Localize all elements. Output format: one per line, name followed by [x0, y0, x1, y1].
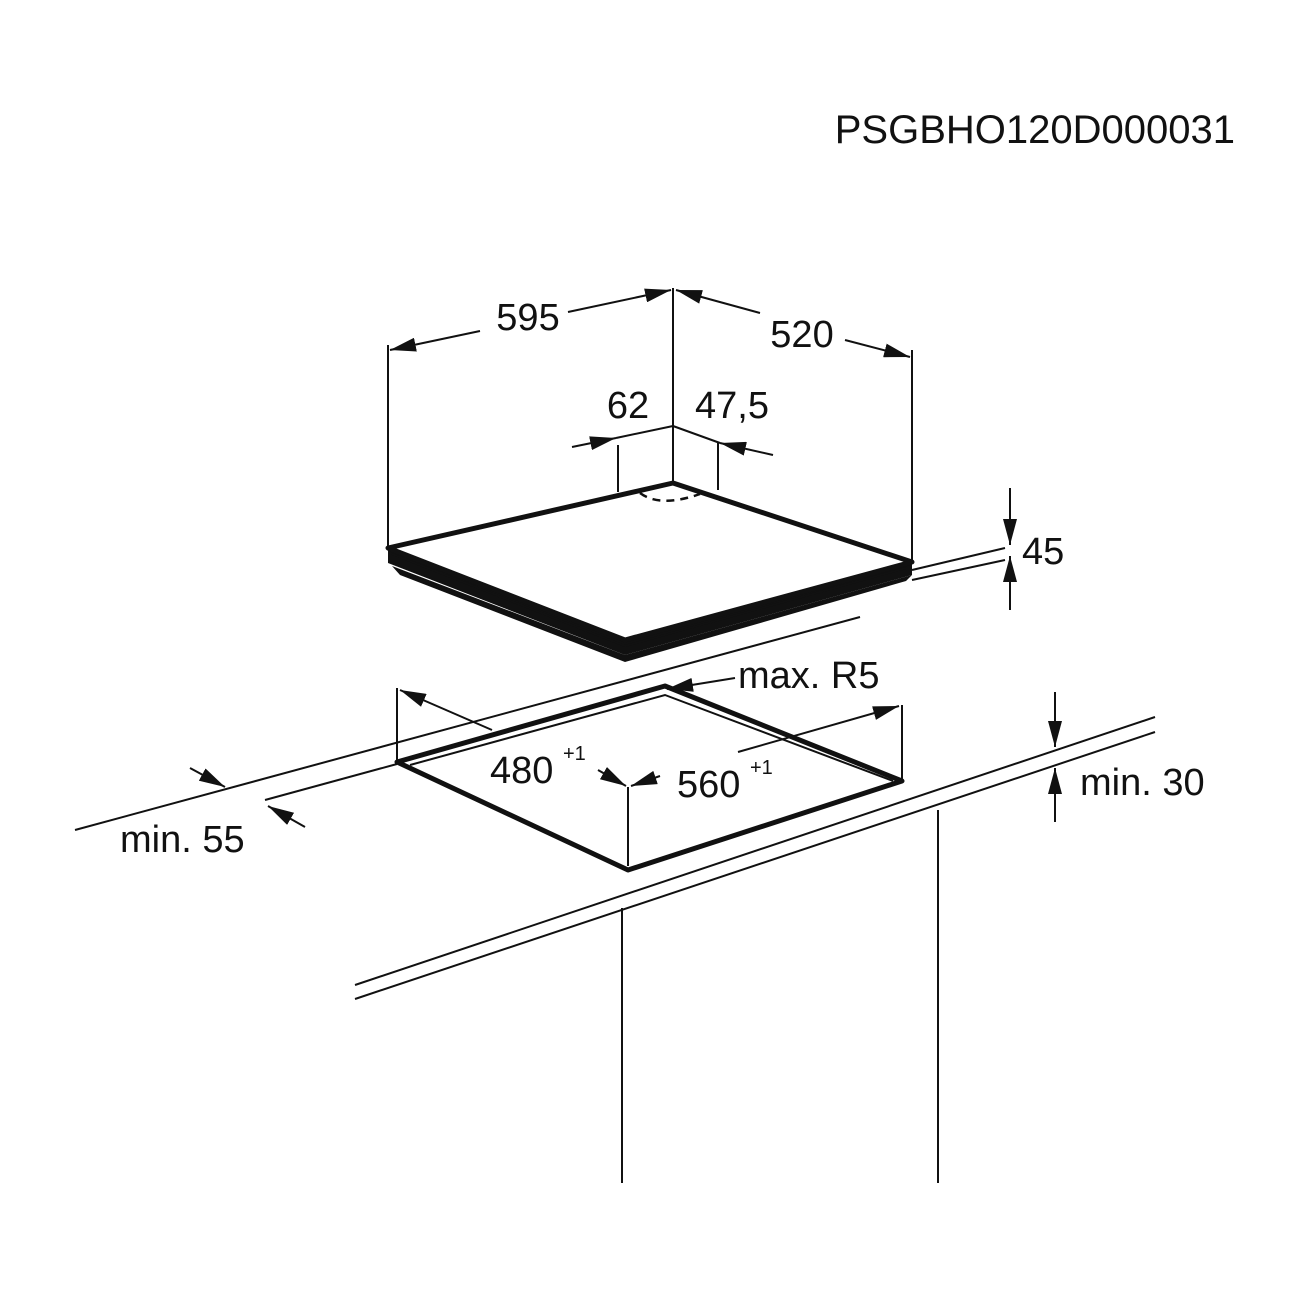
dimension-height: 45: [1022, 531, 1064, 573]
dimension-width: 595: [496, 297, 559, 339]
extension-lines: [387, 288, 1006, 581]
hob-drawing: [385, 480, 915, 662]
dimension-min-front: min. 30: [1080, 762, 1205, 804]
document-code: PSGBHO120D000031: [835, 108, 1235, 152]
dimension-min-rear: min. 55: [120, 819, 245, 861]
dimension-cutout-depth: 480: [490, 750, 553, 792]
dimension-cutout-width-tolerance: +1: [750, 757, 773, 779]
worktop-drawing: [74, 616, 1156, 1183]
dimension-arrows: [389, 288, 1017, 610]
dimension-right-offset: 47,5: [695, 385, 769, 427]
label-corner-radius: max. R5: [738, 655, 879, 697]
dimension-cutout-width: 560: [677, 764, 740, 806]
dimension-depth: 520: [770, 314, 833, 356]
dimension-left-offset: 62: [607, 385, 649, 427]
dimension-cutout-depth-tolerance: +1: [563, 743, 586, 765]
cutout-drawing: [189, 677, 1062, 873]
